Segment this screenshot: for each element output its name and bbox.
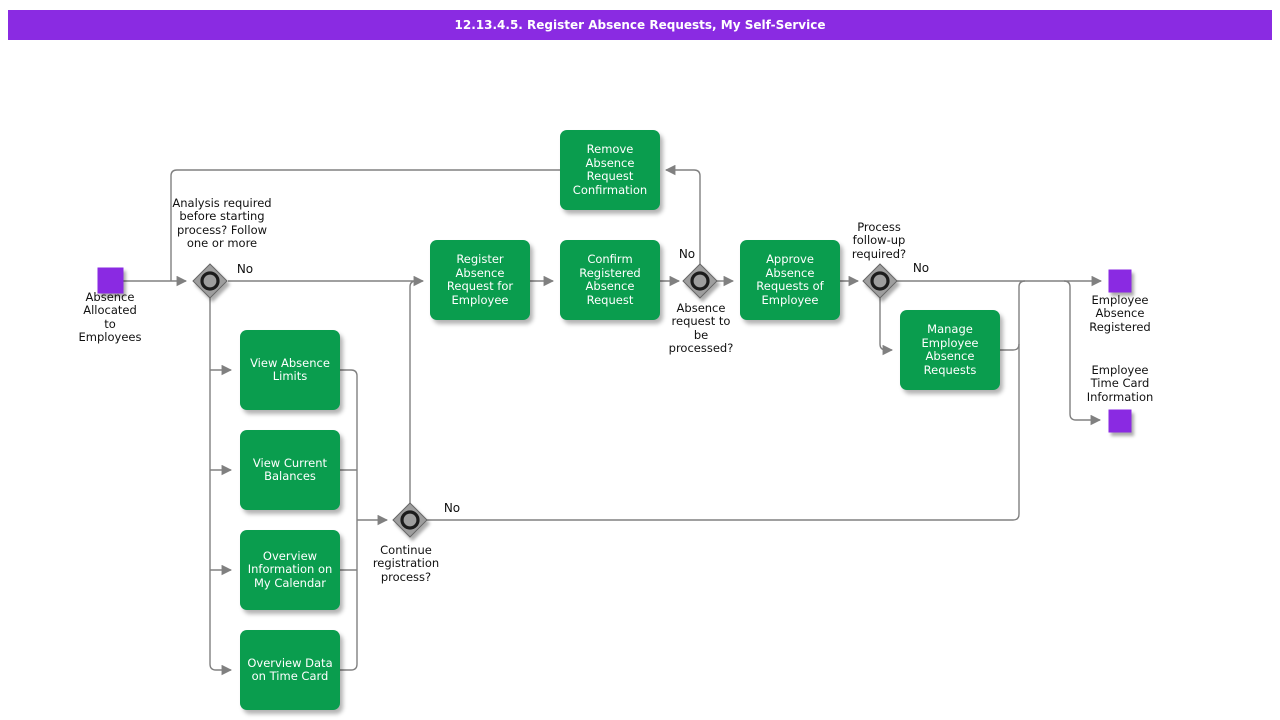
branch-label-continue-no: No [443, 501, 461, 515]
branch-label-followup-no: No [912, 261, 930, 275]
task-remove-absence-request-confirmation[interactable]: Remove Absence Request Confirmation [560, 130, 660, 210]
gateway-continue-registration [392, 502, 428, 538]
branch-label-analysis-no: No [236, 262, 254, 276]
task-confirm-registered-absence-request[interactable]: Confirm Registered Absence Request [560, 240, 660, 320]
task-approve-absence-requests[interactable]: Approve Absence Requests of Employee [740, 240, 840, 320]
edge-analysis-down-trunk [209, 298, 233, 676]
end-event-label-time-card: Employee Time Card Information [1086, 363, 1154, 404]
gateway-absence-request-processed [682, 263, 718, 299]
gateway-processed-question-label: Absence request to be processed? [668, 301, 734, 356]
end-event-node-absence-registered[interactable] [1108, 269, 1132, 293]
gateway-analysis-question-label: Analysis required before starting proces… [172, 196, 272, 251]
task-view-current-balances[interactable]: View Current Balances [240, 430, 340, 510]
gateway-followup-question-label: Process follow-up required? [851, 220, 907, 261]
edge-manage-merge-up [1000, 343, 1020, 351]
edge-remove-loop-back [170, 169, 560, 281]
edge-continue-no-merge [427, 280, 1026, 521]
diagram-title-bar: 12.13.4.5. Register Absence Requests, My… [8, 10, 1272, 40]
start-event-label: Absence Allocated to Employees [78, 290, 142, 345]
diagram-title: 12.13.4.5. Register Absence Requests, My… [454, 18, 826, 32]
edge-processed-no-to-remove [664, 164, 701, 264]
start-event-node[interactable] [97, 267, 124, 294]
edge-collector-vertical [340, 369, 358, 671]
gateway-analysis-required [192, 263, 228, 299]
task-register-absence-request[interactable]: Register Absence Request for Employee [430, 240, 530, 320]
end-event-node-time-card[interactable] [1108, 409, 1132, 433]
task-overview-information-calendar[interactable]: Overview Information on My Calendar [240, 530, 340, 610]
edge-followup-to-manage [879, 298, 894, 356]
edge-branch-to-end-timecard [1063, 280, 1102, 426]
gateway-continue-question-label: Continue registration process? [372, 543, 440, 584]
branch-label-processed-no: No [678, 247, 696, 261]
task-overview-data-timecard[interactable]: Overview Data on Time Card [240, 630, 340, 710]
gateway-process-followup-required [862, 263, 898, 299]
task-manage-employee-absence-requests[interactable]: Manage Employee Absence Requests [900, 310, 1000, 390]
end-event-label-absence-registered: Employee Absence Registered [1089, 293, 1151, 334]
edge-continue-gateway-up-merge [409, 280, 417, 504]
task-view-absence-limits[interactable]: View Absence Limits [240, 330, 340, 410]
